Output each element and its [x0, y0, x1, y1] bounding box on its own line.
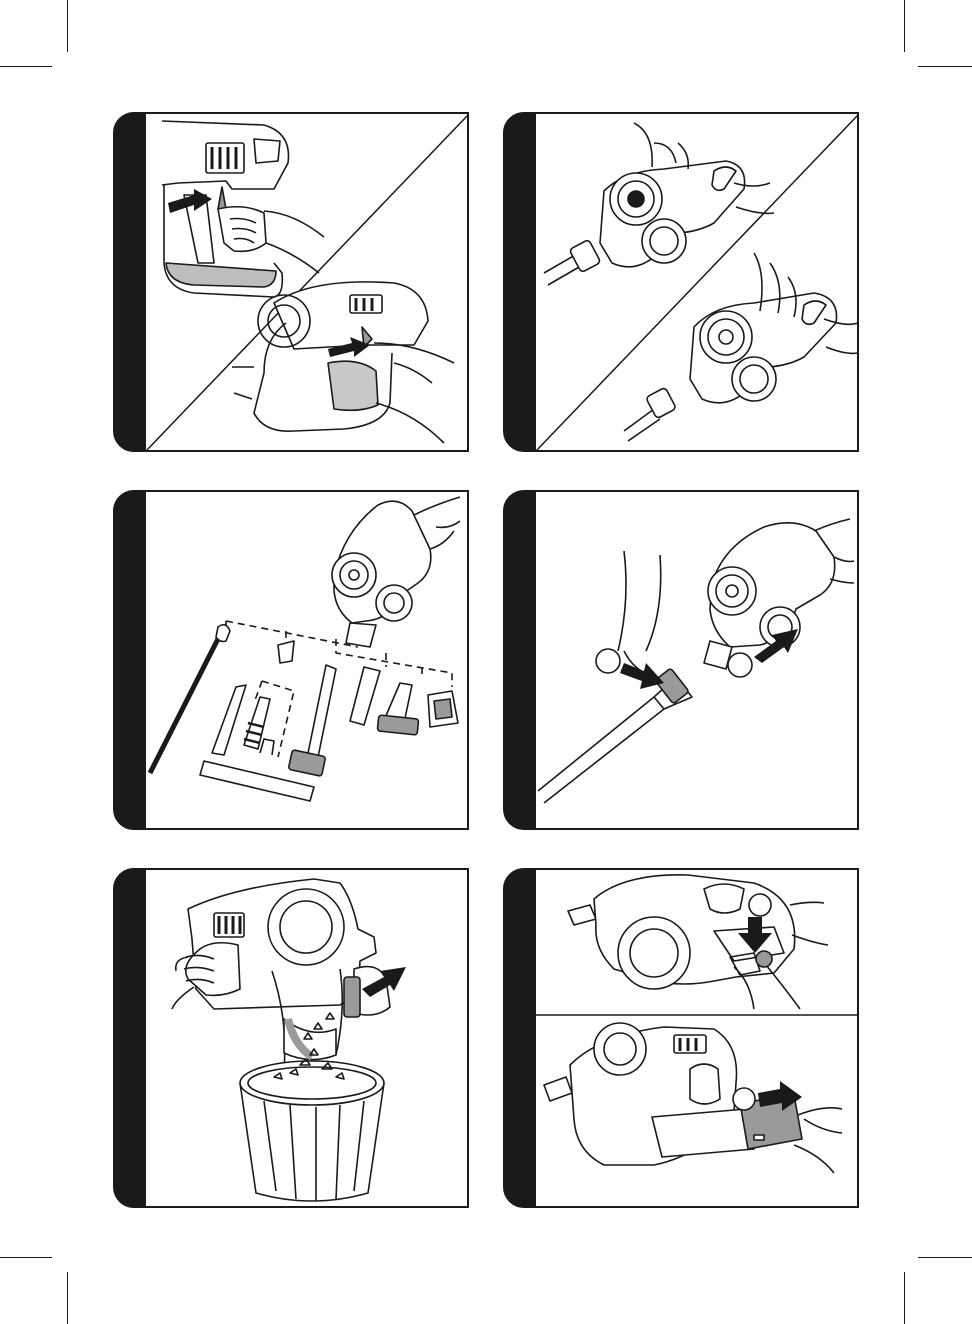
- crop-mark-top-left-h: [0, 66, 52, 67]
- panel-step-3: [114, 491, 468, 829]
- crop-mark-bottom-right-v: [904, 1272, 905, 1324]
- accessory-set-icon: [114, 491, 468, 829]
- empty-dust-bin-icon: [114, 869, 468, 1207]
- panel-step-4: [504, 491, 858, 829]
- release-button-press-icon: [114, 113, 468, 451]
- panel-step-5: [114, 869, 468, 1207]
- crop-mark-top-left-v: [67, 0, 68, 52]
- crop-mark-top-right-v: [904, 0, 905, 52]
- remove-battery-icon: [504, 869, 858, 1207]
- crop-mark-bottom-left-h: [0, 1257, 52, 1258]
- panel-step-6: [504, 869, 858, 1207]
- panel-step-2: [504, 113, 858, 451]
- panel-step-1: [114, 113, 468, 451]
- crop-mark-top-right-h: [918, 66, 972, 67]
- tube-attach-icon: [504, 491, 858, 829]
- crop-mark-bottom-left-v: [67, 1272, 68, 1324]
- crop-mark-bottom-right-h: [918, 1257, 972, 1258]
- lock-button-press-icon: [504, 113, 858, 451]
